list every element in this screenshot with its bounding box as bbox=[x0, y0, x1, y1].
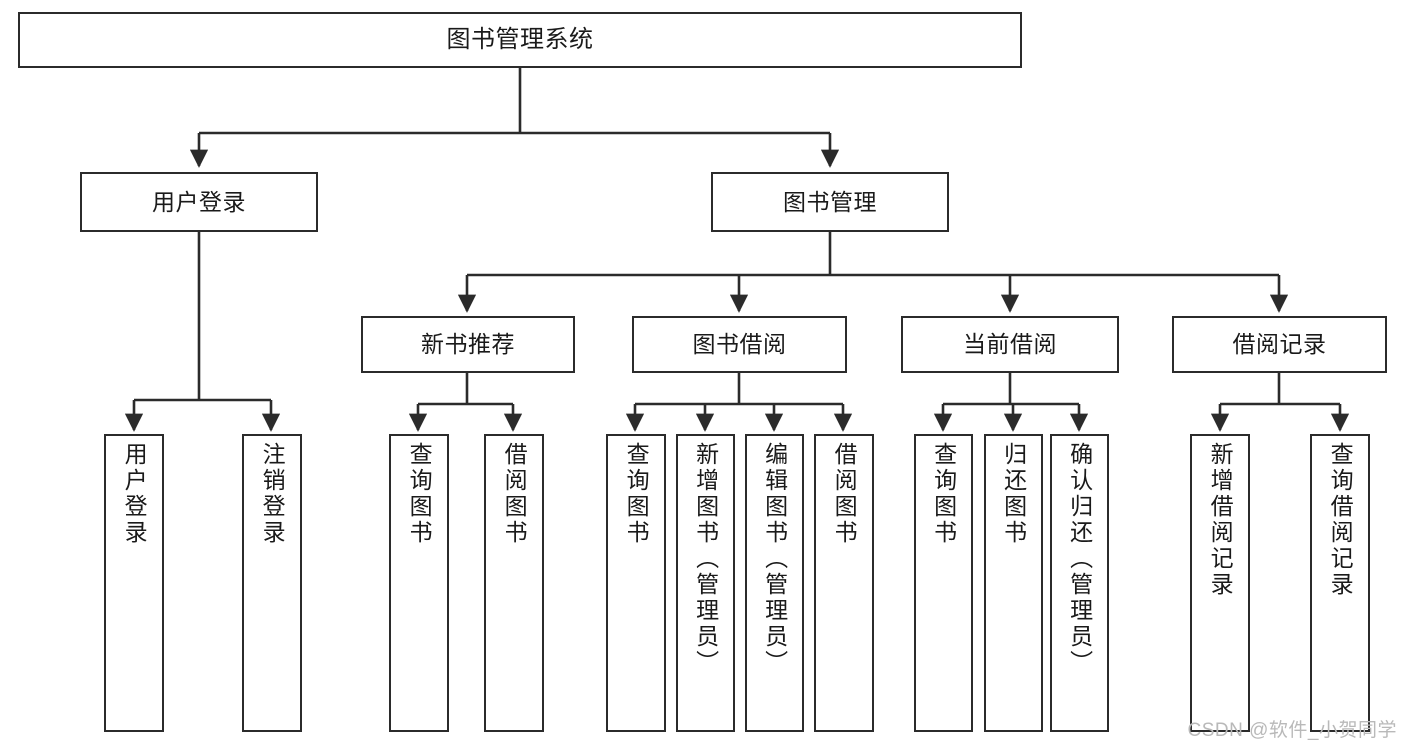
node-label: 查询图书 bbox=[623, 442, 650, 546]
node-label: 确认归还（管理员） bbox=[1066, 442, 1093, 676]
leaf-borrow-record-query[interactable]: 查询借阅记录 bbox=[1310, 434, 1370, 732]
node-label: 编辑图书（管理员） bbox=[761, 442, 788, 676]
node-label: 图书管理 bbox=[783, 188, 877, 215]
leaf-book-borrow-add[interactable]: 新增图书（管理员） bbox=[676, 434, 735, 732]
node-label: 用户登录 bbox=[121, 442, 148, 546]
node-label: 图书借阅 bbox=[692, 331, 787, 358]
leaf-book-borrow-edit[interactable]: 编辑图书（管理员） bbox=[745, 434, 804, 732]
node-book-management[interactable]: 图书管理 bbox=[711, 172, 949, 232]
leaf-current-borrow-confirm-return[interactable]: 确认归还（管理员） bbox=[1050, 434, 1109, 732]
leaf-book-borrow-borrow[interactable]: 借阅图书 bbox=[814, 434, 874, 732]
leaf-new-book-query[interactable]: 查询图书 bbox=[389, 434, 449, 732]
node-user-login[interactable]: 用户登录 bbox=[80, 172, 318, 232]
node-label: 当前借阅 bbox=[963, 331, 1057, 358]
node-new-book-recommend[interactable]: 新书推荐 bbox=[361, 316, 575, 373]
leaf-book-borrow-query[interactable]: 查询图书 bbox=[606, 434, 666, 732]
leaf-borrow-record-add[interactable]: 新增借阅记录 bbox=[1190, 434, 1250, 732]
node-label: 借阅图书 bbox=[501, 442, 528, 546]
csdn-watermark: CSDN @软件_小贺同学 bbox=[1187, 720, 1397, 741]
leaf-current-borrow-return[interactable]: 归还图书 bbox=[984, 434, 1043, 732]
leaf-current-borrow-query[interactable]: 查询图书 bbox=[914, 434, 973, 732]
leaf-user-login-login[interactable]: 用户登录 bbox=[104, 434, 164, 732]
node-book-borrow[interactable]: 图书借阅 bbox=[632, 316, 847, 373]
node-label: 新增借阅记录 bbox=[1207, 442, 1234, 598]
node-label: 借阅记录 bbox=[1232, 331, 1327, 358]
node-label: 查询图书 bbox=[930, 442, 957, 546]
node-label: 用户登录 bbox=[152, 188, 246, 215]
node-current-borrow[interactable]: 当前借阅 bbox=[901, 316, 1119, 373]
node-book-management-system[interactable]: 图书管理系统 bbox=[18, 12, 1022, 68]
node-label: 图书管理系统 bbox=[446, 26, 594, 54]
node-label: 查询图书 bbox=[406, 442, 433, 546]
node-label: 新书推荐 bbox=[421, 331, 515, 358]
node-label: 新增图书（管理员） bbox=[692, 442, 719, 676]
node-label: 注销登录 bbox=[259, 442, 286, 546]
node-label: 借阅图书 bbox=[831, 442, 858, 546]
leaf-user-login-logout[interactable]: 注销登录 bbox=[242, 434, 302, 732]
node-label: 查询借阅记录 bbox=[1327, 442, 1354, 598]
leaf-new-book-borrow[interactable]: 借阅图书 bbox=[484, 434, 544, 732]
node-borrow-record[interactable]: 借阅记录 bbox=[1172, 316, 1387, 373]
node-label: 归还图书 bbox=[1000, 442, 1027, 546]
